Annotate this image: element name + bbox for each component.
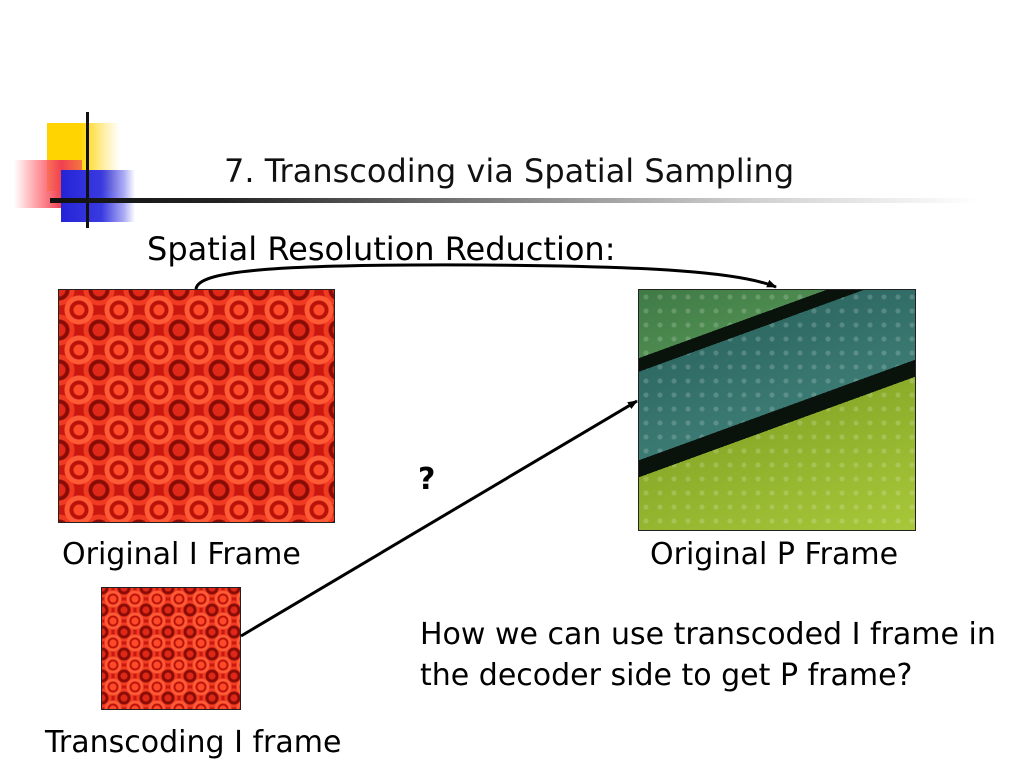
slide-subtitle: Spatial Resolution Reduction: — [147, 230, 616, 268]
question-line-1: How we can use transcoded I frame in — [420, 617, 996, 652]
original-i-frame-image — [58, 289, 335, 523]
slide-title: 7. Transcoding via Spatial Sampling — [224, 152, 795, 190]
decor-blue-square — [61, 170, 135, 222]
question-text: How we can use transcoded I frame in the… — [420, 614, 1020, 696]
diagonal-arrow — [240, 399, 638, 638]
caption-transcoding-i-frame: Transcoding I frame — [45, 725, 342, 760]
caption-original-p-frame: Original P Frame — [650, 537, 899, 572]
question-line-2: the decoder side to get P frame? — [420, 658, 913, 693]
top-arc-arrow — [194, 263, 777, 290]
question-mark: ? — [418, 462, 436, 497]
decor-vertical-line — [86, 112, 89, 228]
title-underline — [50, 198, 980, 203]
original-p-frame-image — [638, 289, 916, 531]
caption-original-i-frame: Original I Frame — [62, 537, 301, 572]
transcoding-i-frame-image — [101, 587, 241, 710]
